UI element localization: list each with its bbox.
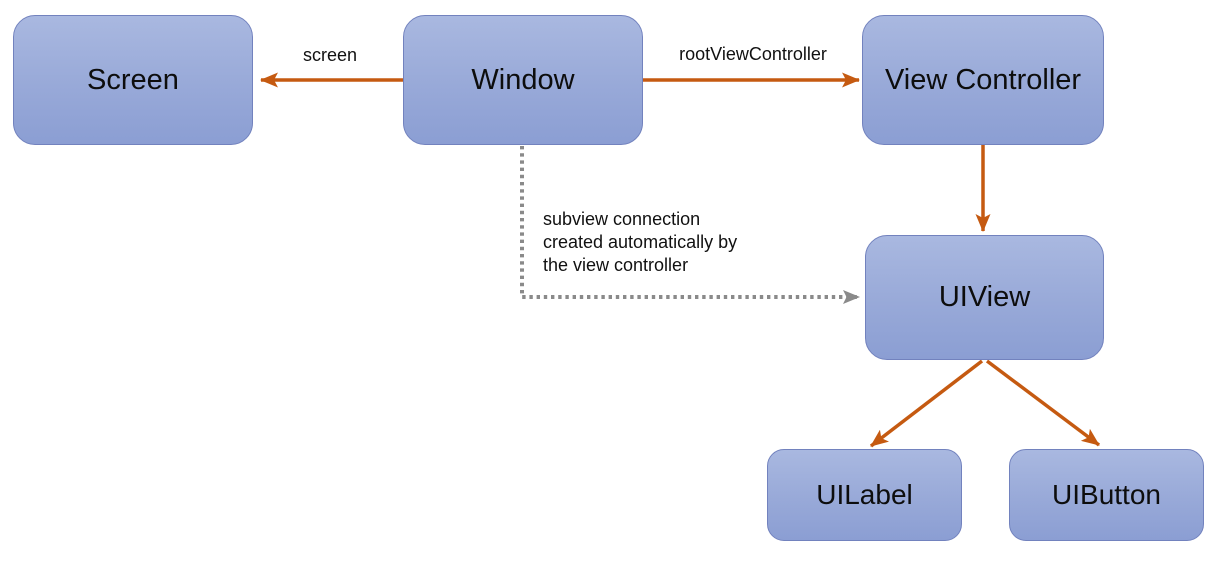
node-screen: Screen <box>13 15 253 145</box>
node-uibutton-label: UIButton <box>1052 479 1161 510</box>
node-screen-label: Screen <box>87 63 179 96</box>
node-uilabel: UILabel <box>767 449 962 541</box>
edge-uiview-uibutton <box>985 359 1101 447</box>
node-uibutton: UIButton <box>1009 449 1204 541</box>
node-view-controller-label: View Controller <box>884 63 1082 96</box>
annotation-line-1: subview connection <box>543 209 701 229</box>
node-uilabel-label: UILabel <box>816 479 913 510</box>
edge-label-rootviewcontroller: rootViewController <box>679 44 827 64</box>
node-window: Window <box>403 15 643 145</box>
annotation-line-3: the view controller <box>543 255 689 275</box>
node-view-controller: View Controller <box>862 15 1104 145</box>
dotted-edge-annotation: subview connection created automatically… <box>543 208 737 277</box>
node-window-label: Window <box>471 63 575 96</box>
edge-label-screen: screen <box>302 45 358 65</box>
annotation-line-2: created automatically by <box>543 232 738 252</box>
edge-uiview-uilabel <box>869 359 984 448</box>
node-uiview: UIView <box>865 235 1104 360</box>
node-uiview-label: UIView <box>938 281 1031 313</box>
edge-window-uiview-dotted <box>520 146 860 304</box>
